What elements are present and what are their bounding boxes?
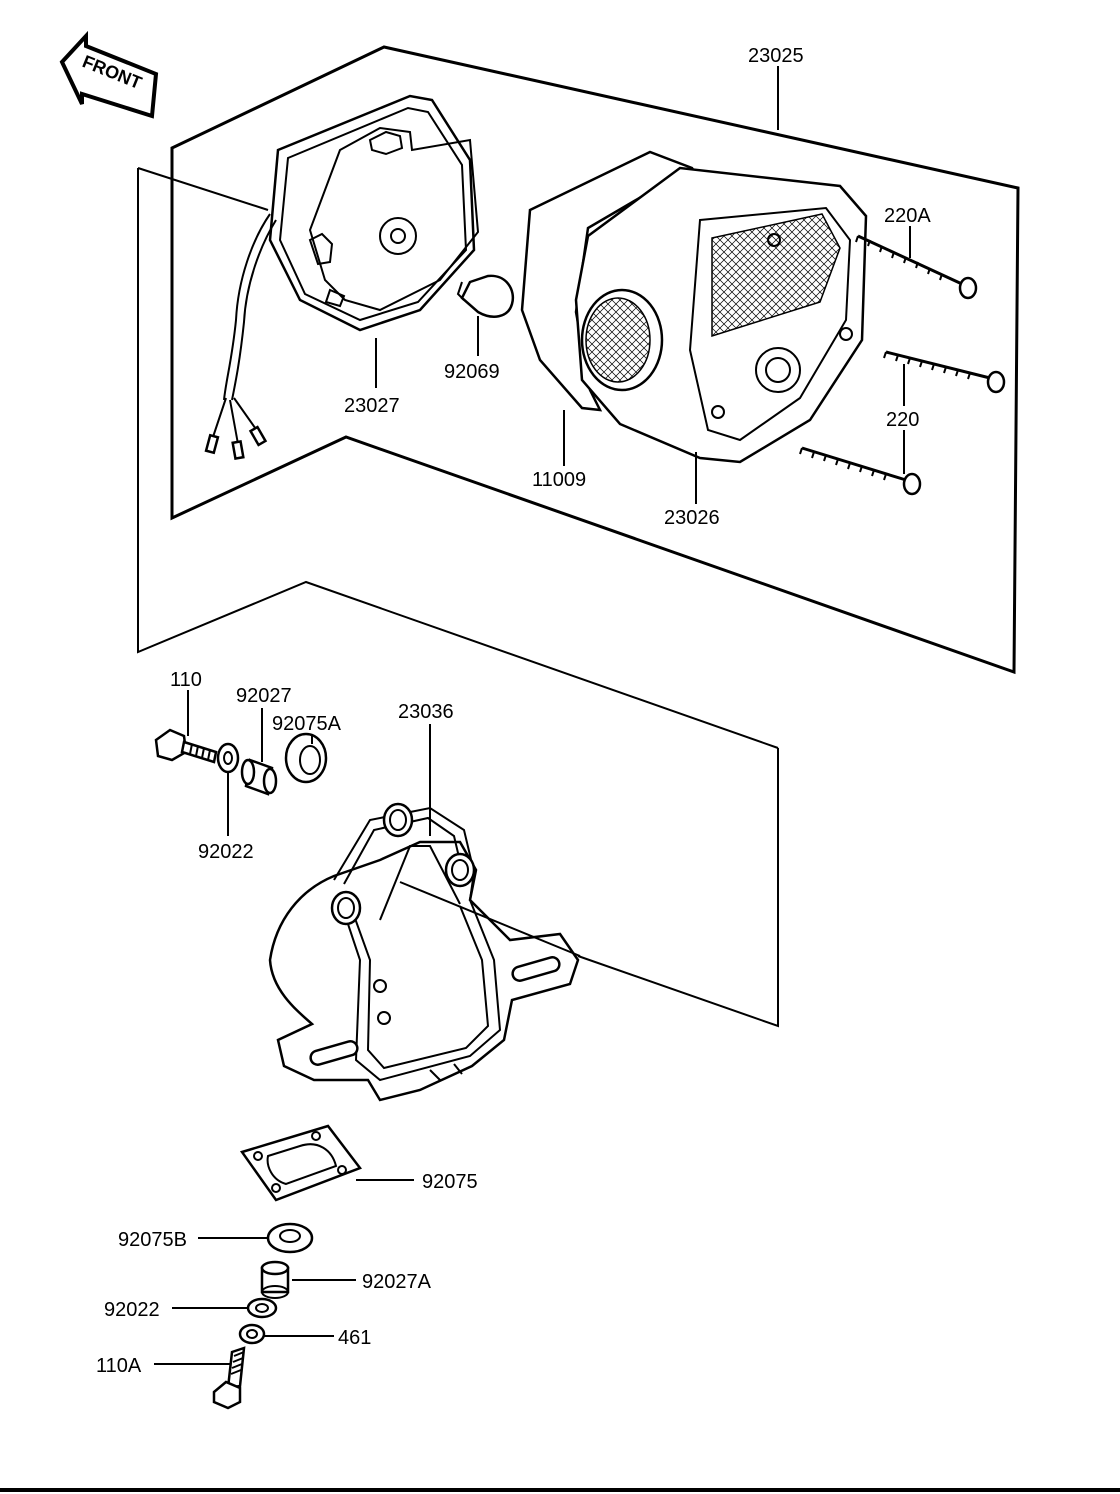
label-92027: 92027	[236, 685, 292, 707]
label-92022-upper: 92022	[198, 841, 254, 863]
label-23036: 23036	[398, 701, 454, 723]
taillamp-lens	[574, 166, 868, 464]
lamp-base	[268, 94, 480, 332]
screw-220-lower	[799, 446, 922, 496]
label-23026: 23026	[664, 507, 720, 529]
grommet-92075b	[266, 1222, 314, 1254]
collar-92027a	[260, 1260, 290, 1299]
label-92075: 92075	[422, 1171, 478, 1193]
label-92022-lower: 92022	[104, 1299, 160, 1321]
lock-washer-461	[238, 1323, 266, 1345]
label-110a: 110A	[96, 1355, 142, 1377]
label-23025: 23025	[748, 45, 804, 67]
bulb	[456, 274, 515, 318]
taillamp-assembly-frame	[137, 45, 1020, 1028]
label-92075a: 92075A	[272, 713, 342, 735]
wire-harness	[204, 213, 277, 461]
washer-92022-lower	[246, 1297, 278, 1319]
label-220a: 220A	[884, 205, 931, 227]
label-220: 220	[886, 409, 919, 431]
label-92069: 92069	[444, 361, 500, 383]
label-23027: 23027	[344, 395, 400, 417]
label-92075b: 92075B	[118, 1229, 187, 1251]
screw-220a	[855, 234, 978, 300]
label-110: 110	[170, 669, 202, 691]
screw-220-upper	[883, 350, 1006, 394]
label-461: 461	[338, 1327, 371, 1349]
grommet-92075a	[284, 732, 328, 784]
bolt-110a	[212, 1346, 246, 1410]
front-arrow-icon: FRONT	[59, 30, 159, 119]
label-11009: 11009	[532, 469, 586, 491]
license-bracket	[268, 802, 580, 1102]
bolt-110	[154, 728, 218, 764]
part-labels: 23025 23027 92069 11009 23026 220A 220 1…	[96, 45, 931, 1377]
washer-92022-upper	[216, 742, 240, 774]
bracket-gasket-92075	[239, 1124, 363, 1202]
leader-lines	[154, 66, 911, 1365]
collar-92027	[240, 758, 278, 796]
label-92027a: 92027A	[362, 1271, 432, 1293]
